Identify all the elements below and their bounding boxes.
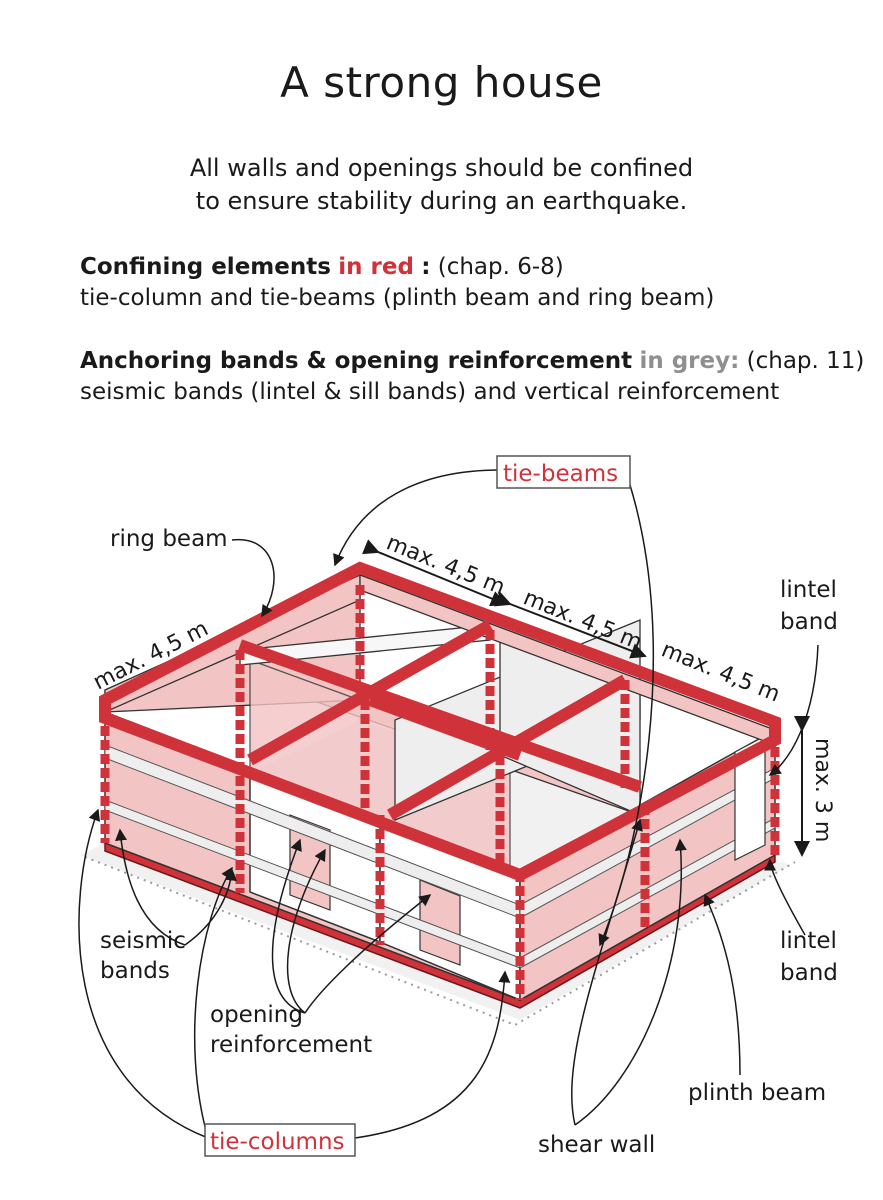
anchoring-color-word: in grey: (639, 348, 739, 374)
seismic-bands-label-2: bands (100, 958, 170, 984)
intro-line-1: All walls and openings should be confine… (0, 152, 883, 185)
lintel-band-bottom-label-1: lintel (780, 928, 837, 954)
confining-heading: Confining elements (80, 254, 331, 280)
intro-line-2: to ensure stability during an earthquake… (0, 185, 883, 218)
confining-heading-line: Confining elements in red : (chap. 6-8) (80, 252, 714, 283)
tie-beams-label: tie-beams (503, 461, 618, 487)
lintel-band-top-label-2: band (780, 609, 838, 635)
opening-reinforcement-label-1: opening (210, 1002, 303, 1028)
confining-colon: : (421, 254, 430, 280)
lintel-band-bottom-label-2: band (780, 960, 838, 986)
confining-section: Confining elements in red : (chap. 6-8) … (80, 252, 714, 314)
anchoring-heading: Anchoring bands & opening reinforcement (80, 348, 632, 374)
confining-description: tie-column and tie-beams (plinth beam an… (80, 283, 714, 314)
tie-columns-label: tie-columns (210, 1129, 345, 1155)
anchoring-chapter: (chap. 11) (747, 348, 865, 374)
page-title: A strong house (0, 58, 883, 107)
plinth-beam-label: plinth beam (688, 1080, 826, 1106)
lintel-band-top-label-1: lintel (780, 577, 837, 603)
confining-chapter: (chap. 6-8) (438, 254, 564, 280)
anchoring-description: seismic bands (lintel & sill bands) and … (80, 377, 864, 408)
opening-reinforcement-label-2: reinforcement (210, 1032, 372, 1058)
confining-color-word: in red (338, 254, 414, 280)
shear-wall-label: shear wall (538, 1132, 655, 1158)
ring-beam-label: ring beam (110, 526, 228, 552)
anchoring-section: Anchoring bands & opening reinforcement … (80, 346, 864, 408)
intro-text: All walls and openings should be confine… (0, 152, 883, 218)
house-diagram: tie-beams ring beam max. 4,5 m max. 4,5 … (0, 440, 883, 1200)
seismic-bands-label-1: seismic (100, 928, 186, 954)
anchoring-heading-line: Anchoring bands & opening reinforcement … (80, 346, 864, 377)
dim-height-label: max. 3 m (810, 738, 835, 842)
